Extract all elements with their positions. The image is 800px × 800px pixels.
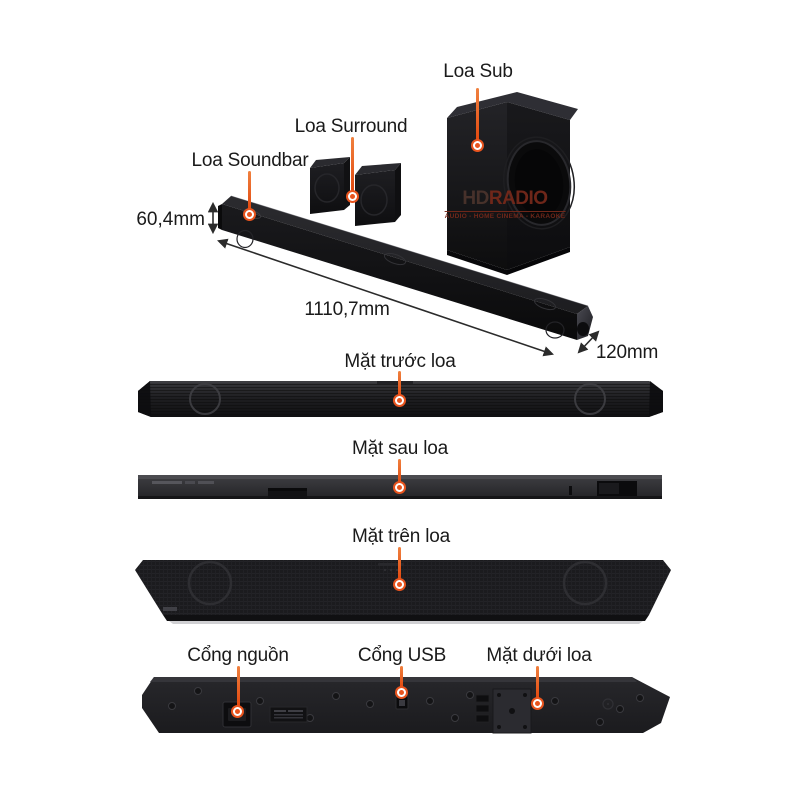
back-slot <box>569 486 572 495</box>
watermark-logo: HDRADIO AUDIO - HOME CINEMA - KARAOKE <box>444 189 566 221</box>
callout-line-front <box>398 371 401 397</box>
woofer-outer-ring <box>503 136 575 230</box>
callout-line-usb <box>400 666 403 688</box>
callout-dot-soundbar <box>243 208 256 221</box>
callout-line-soundbar <box>248 171 251 211</box>
height-arrow <box>204 199 222 242</box>
label-back-view: Mặt sau loa <box>351 438 449 459</box>
callout-dot-back <box>393 481 406 494</box>
callout-dot-top <box>393 578 406 591</box>
watermark-hd: HD <box>462 188 489 209</box>
watermark-radio: RADIO <box>488 188 548 209</box>
callout-dot-sub <box>471 139 484 152</box>
label-usb-port: Cổng USB <box>357 645 447 666</box>
surround-speaker-right <box>355 163 401 226</box>
soundbar-top-view <box>135 557 671 632</box>
surround-speaker-left <box>310 157 350 214</box>
callout-dot-front <box>393 394 406 407</box>
watermark-title: HDRADIO <box>445 189 566 208</box>
top-view-body <box>135 560 671 624</box>
callout-dot-power <box>231 705 244 718</box>
callout-line-sub <box>476 88 479 142</box>
callout-line-top <box>398 547 401 580</box>
dimension-depth: 120mm <box>595 342 659 363</box>
dimension-length: 1110,7mm <box>304 299 390 320</box>
label-bottom-view: Mặt dưới loa <box>486 645 592 666</box>
label-loa-surround: Loa Surround <box>294 116 408 137</box>
watermark-tagline: AUDIO - HOME CINEMA - KARAOKE <box>444 211 566 220</box>
callout-line-bottom <box>536 666 539 699</box>
surround-speakers-image <box>305 155 405 235</box>
back-recess-left <box>268 488 307 499</box>
label-loa-sub: Loa Sub <box>443 61 513 82</box>
callout-dot-usb <box>395 686 408 699</box>
callout-line-power <box>237 666 240 707</box>
callout-dot-surround <box>346 190 359 203</box>
label-loa-soundbar: Loa Soundbar <box>191 150 309 171</box>
length-arrow <box>212 234 560 367</box>
label-front-view: Mặt trước loa <box>344 351 456 372</box>
vent-slots <box>475 694 490 723</box>
callout-line-surround <box>351 137 354 193</box>
dimension-height: 60,4mm <box>136 209 205 230</box>
callout-dot-bottom <box>531 697 544 710</box>
callout-line-back <box>398 459 401 484</box>
label-power-port: Cổng nguồn <box>187 645 289 666</box>
label-top-view: Mặt trên loa <box>352 526 450 547</box>
bottom-view-body <box>142 677 670 734</box>
depth-arrow <box>572 326 606 364</box>
